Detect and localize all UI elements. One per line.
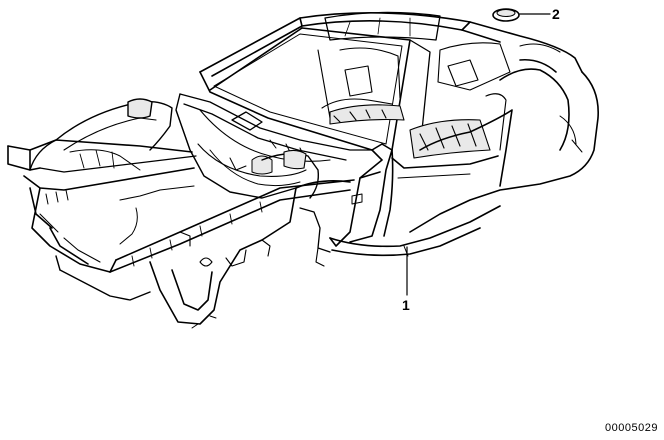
rear-quarter-panel: [409, 58, 599, 233]
left-wheel-arch: [29, 109, 195, 245]
roof-panel: [199, 12, 583, 77]
right-frame-rail: [109, 179, 355, 273]
rear-seat-pan: [409, 93, 507, 159]
left-frame-rail: [7, 139, 197, 229]
callout-1-label: 1: [402, 297, 410, 313]
door-opening: [383, 109, 513, 237]
rocker-sill: [329, 205, 501, 257]
diagram-reference-code: 00005029: [605, 422, 658, 434]
dashboard-cowl: [179, 93, 373, 162]
right-shock-tower: [261, 149, 320, 199]
windshield-frame: [199, 27, 431, 151]
interior-structure: [317, 42, 561, 125]
left-shock-tower: [55, 98, 173, 171]
callout-2-label: 2: [552, 6, 560, 22]
sunroof-opening: [324, 11, 441, 41]
front-subframe-leg: [149, 187, 331, 329]
grommet-plug: [492, 8, 520, 22]
front-crossmember: [31, 187, 151, 301]
